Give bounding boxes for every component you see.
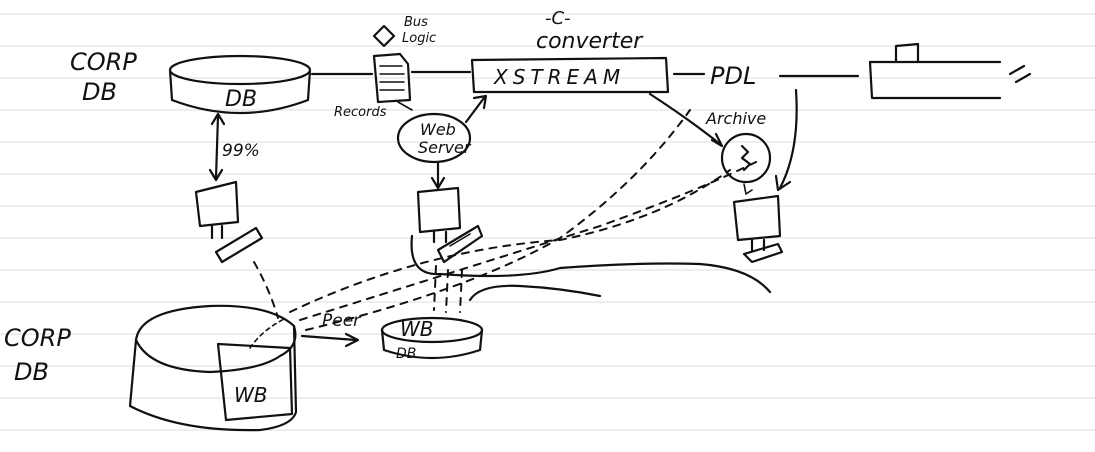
web-server-label-line2: Server (418, 138, 472, 157)
middle-monitor-icon (416, 186, 484, 264)
wb-to-corp-curve (468, 284, 602, 302)
pdl-to-monitor-arrow (778, 88, 798, 190)
peer-arrow (300, 334, 358, 342)
corp-db-bottom-label-line2: DB (14, 358, 49, 386)
archive-disc-icon (720, 132, 772, 184)
bus-logic-diamond (372, 24, 396, 48)
sync-arrow (214, 114, 220, 180)
left-monitor-icon (194, 180, 264, 264)
xstream-box (470, 56, 670, 94)
sync-percent-label: 99% (222, 141, 260, 161)
web-server-label-line1: Web (420, 120, 456, 139)
records-to-webserver-line (397, 101, 413, 111)
webserver-to-xstream-arrow (464, 96, 486, 124)
records-document-icon (372, 52, 412, 104)
corp-db-bottom-label-line1: CORP (4, 324, 71, 352)
top-db-cylinder (168, 54, 312, 115)
records-label: Records (334, 105, 387, 120)
corp-db-bottom-cylinder (128, 304, 298, 432)
corp-db-top-label-line1: CORP (70, 48, 137, 76)
c-marker-label: -C- (545, 8, 571, 29)
ruled-lines (0, 13, 1095, 431)
wb-db-cylinder (380, 316, 484, 360)
wb-db-top-label: WB (400, 317, 434, 341)
xstream-to-archive-arrow (648, 92, 722, 146)
xstream-label: XSTREAM (493, 65, 625, 89)
bus-logic-label-line1: Bus (404, 15, 428, 30)
converter-label: converter (536, 29, 644, 54)
peer-label: Peer (322, 311, 361, 331)
wb-bottom-label: WB (234, 383, 268, 407)
top-db-label: DB (225, 87, 257, 112)
bus-logic-label-line2: Logic (402, 31, 436, 46)
dashed-connections (253, 109, 761, 331)
archive-to-monitor-line (743, 183, 753, 195)
monitor-to-wb-curve (410, 234, 772, 294)
web-server-node (396, 112, 472, 164)
printer-icon (868, 42, 1032, 100)
right-monitor-icon (732, 194, 784, 264)
corp-db-top-label-line2: DB (82, 78, 117, 106)
wb-db-bottom-label: DB (396, 346, 416, 362)
archive-label: Archive (705, 109, 766, 128)
pdl-label: PDL (710, 62, 756, 90)
